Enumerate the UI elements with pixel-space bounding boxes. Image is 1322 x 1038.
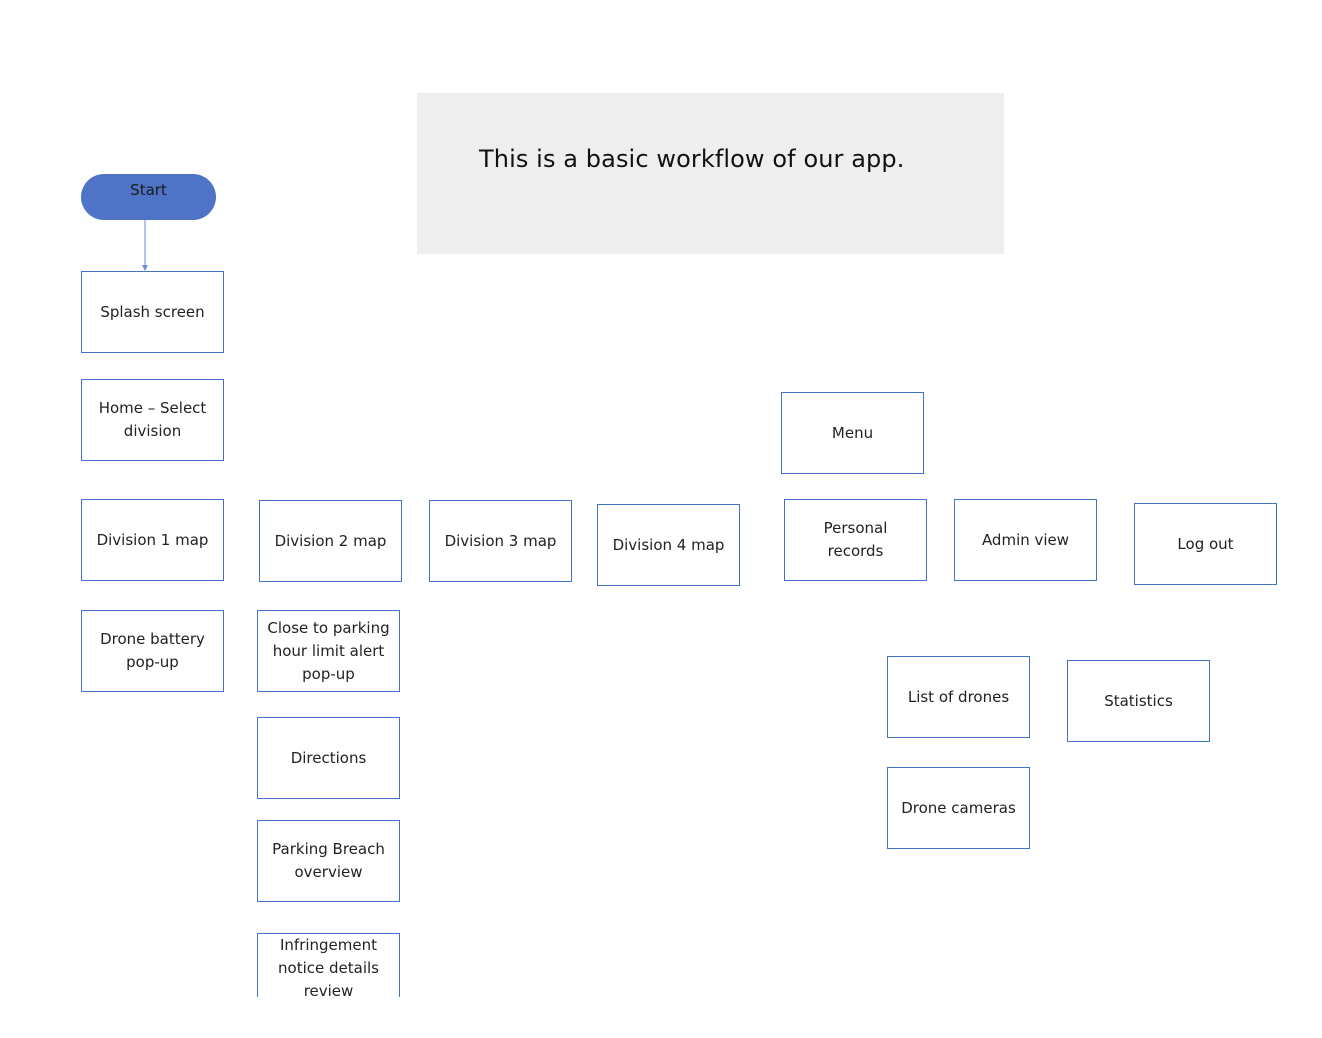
log-out-label: Log out <box>1177 534 1234 553</box>
directions-label: Directions <box>290 748 367 767</box>
parking-breach-overview-node: Parking Breach overview <box>257 820 400 902</box>
division-2-map-label: Division 2 map <box>274 531 387 550</box>
close-to-parking-alert-node: Close to parking hour limit alert pop-up <box>257 610 400 692</box>
start-node-label: Start <box>130 181 167 199</box>
log-out-node: Log out <box>1134 503 1277 585</box>
start-node: Start <box>81 174 216 220</box>
home-select-division-label: Home – Select division <box>98 399 207 440</box>
personal-records-label: Personal records <box>823 519 888 560</box>
division-4-map-label: Division 4 map <box>612 535 725 554</box>
division-2-map-node: Division 2 map <box>259 500 402 582</box>
splash-screen-node: Splash screen <box>81 271 224 353</box>
drone-cameras-label: Drone cameras <box>901 798 1016 817</box>
division-1-map-label: Division 1 map <box>96 530 209 549</box>
division-1-map-node: Division 1 map <box>81 499 224 581</box>
splash-screen-label: Splash screen <box>100 302 205 321</box>
list-of-drones-node: List of drones <box>887 656 1030 738</box>
directions-node: Directions <box>257 717 400 799</box>
drone-battery-popup-label: Drone battery pop-up <box>100 630 205 671</box>
division-3-map-node: Division 3 map <box>429 500 572 582</box>
list-of-drones-label: List of drones <box>907 687 1010 706</box>
home-select-division-node: Home – Select division <box>81 379 224 461</box>
menu-node: Menu <box>781 392 924 474</box>
parking-breach-overview-label: Parking Breach overview <box>272 840 385 881</box>
menu-label: Menu <box>831 423 874 442</box>
division-4-map-node: Division 4 map <box>597 504 740 586</box>
division-3-map-label: Division 3 map <box>444 531 557 550</box>
admin-view-node: Admin view <box>954 499 1097 581</box>
infringement-notice-label: Infringement notice details review <box>278 936 379 1000</box>
personal-records-node: Personal records <box>784 499 927 581</box>
close-to-parking-alert-label: Close to parking hour limit alert pop-up <box>267 618 390 683</box>
workflow-note: This is a basic workflow of our app. <box>417 93 1004 254</box>
drone-battery-popup-node: Drone battery pop-up <box>81 610 224 692</box>
drone-cameras-node: Drone cameras <box>887 767 1030 849</box>
workflow-note-text: This is a basic workflow of our app. <box>479 145 905 173</box>
infringement-notice-node: Infringement notice details review <box>257 933 400 1000</box>
statistics-node: Statistics <box>1067 660 1210 742</box>
statistics-label: Statistics <box>1104 691 1173 710</box>
admin-view-label: Admin view <box>981 530 1070 549</box>
